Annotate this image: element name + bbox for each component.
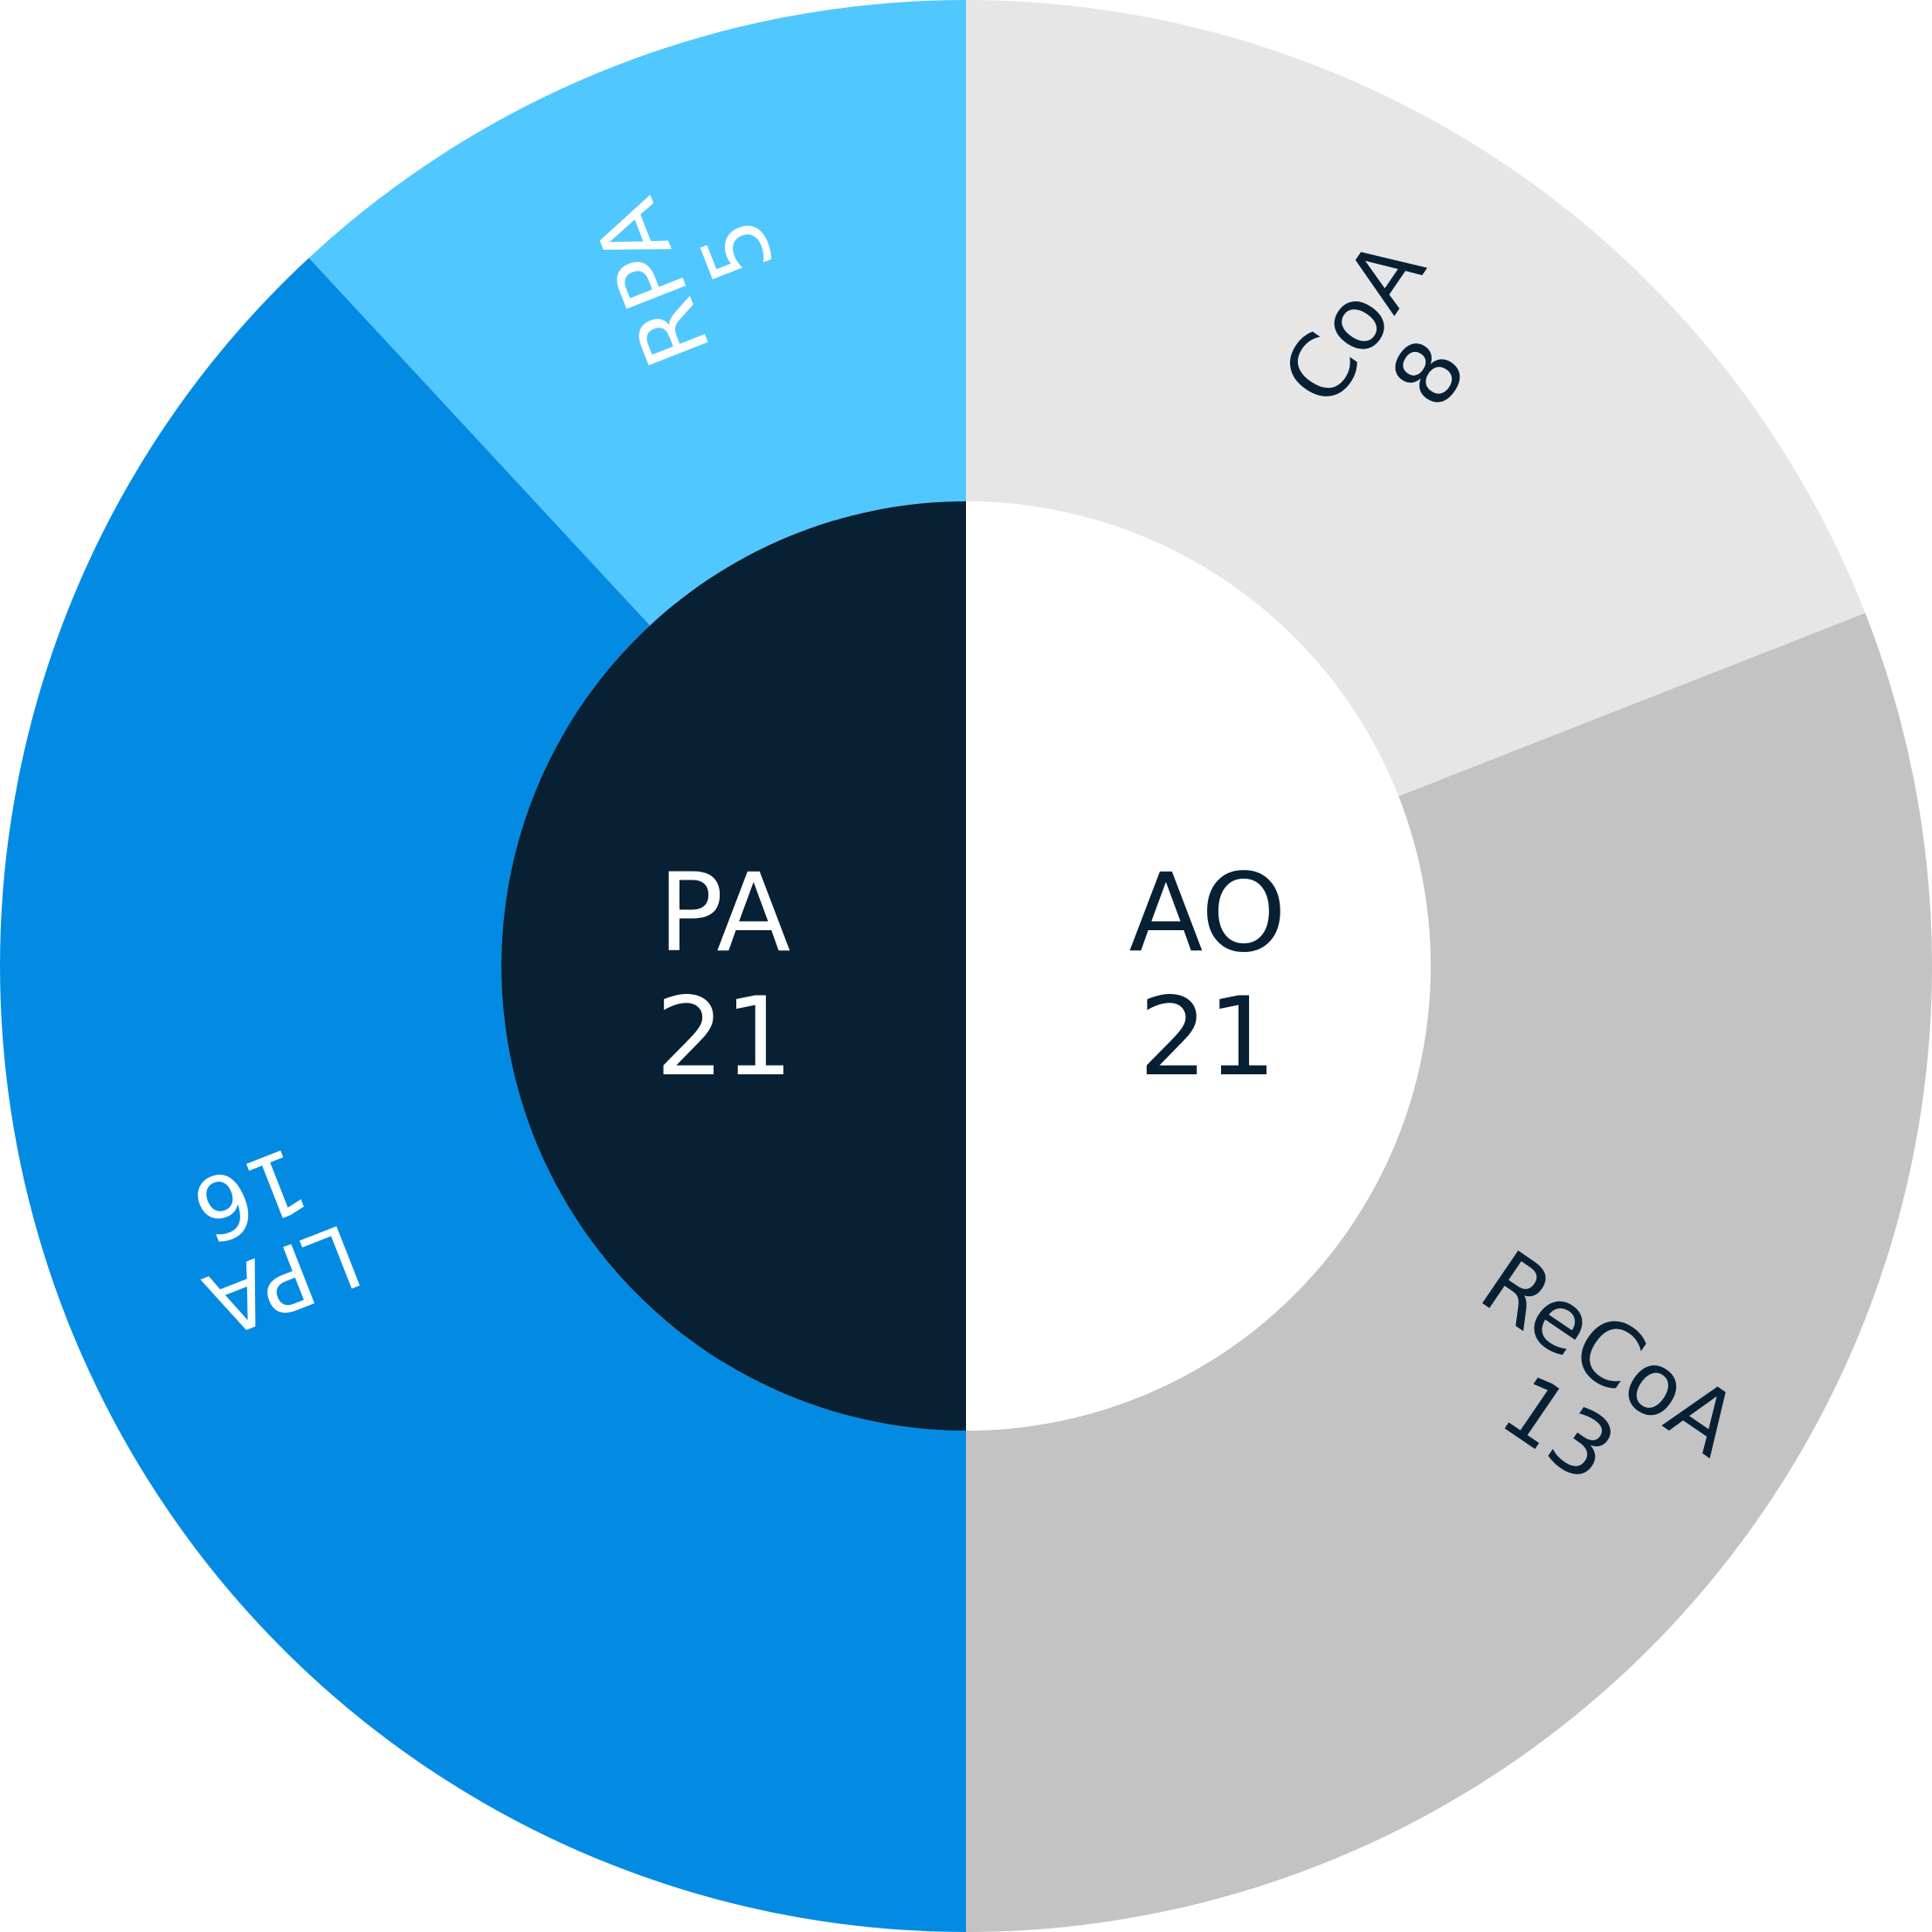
- outer-slice-recoa: [966, 612, 1932, 1932]
- outer-slice-coa: [966, 0, 1866, 797]
- inner-slice-ao: [966, 501, 1431, 1431]
- inner-value-pa: 21: [655, 975, 793, 1101]
- inner-ring: [501, 501, 1431, 1431]
- inner-label-pa: PA: [659, 851, 791, 976]
- inner-value-ao: 21: [1139, 975, 1277, 1101]
- outer-slice-rpa: [308, 0, 966, 626]
- inner-slice-pa: [501, 501, 966, 1431]
- inner-label-ao: AO: [1129, 851, 1287, 976]
- outer-slice-lpa: [0, 258, 966, 1932]
